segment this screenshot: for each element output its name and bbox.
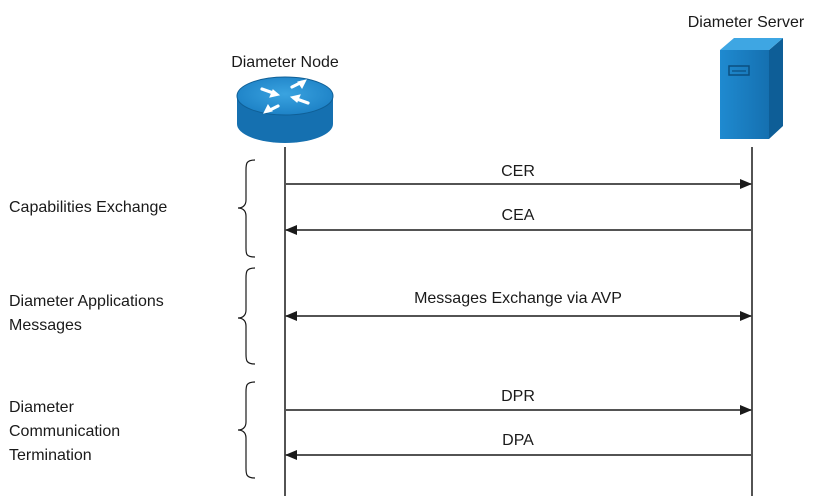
message-dpa-label: DPA <box>502 432 534 449</box>
phase-label-line: Diameter Applications <box>9 293 164 310</box>
phase-label-capabilities: Capabilities Exchange <box>9 196 167 220</box>
message-cea-label: CEA <box>502 207 535 224</box>
message-cer: CER <box>286 163 752 189</box>
phase-label-termination: Diameter Communication Termination <box>9 396 120 468</box>
phase-brace-termination <box>237 381 256 479</box>
phase-label-applications: Diameter Applications Messages <box>9 290 164 338</box>
message-avp-exchange: Messages Exchange via AVP <box>285 290 752 321</box>
phase-brace-applications <box>237 267 256 365</box>
phase-brace-capabilities <box>237 159 256 258</box>
phase-label-line: Messages <box>9 317 82 334</box>
message-cea: CEA <box>285 207 751 235</box>
router-icon <box>236 76 334 143</box>
node-label: Diameter Node <box>231 54 339 71</box>
phase-label-line: Communication <box>9 423 121 440</box>
message-cer-label: CER <box>501 163 535 180</box>
message-dpr: DPR <box>286 388 752 415</box>
server-label: Diameter Server <box>688 14 805 31</box>
message-avp-label: Messages Exchange via AVP <box>414 290 622 307</box>
server-icon <box>720 38 783 139</box>
message-dpr-label: DPR <box>501 388 535 405</box>
message-dpa: DPA <box>285 432 751 460</box>
phase-label-line: Termination <box>9 447 92 464</box>
phase-label-line: Capabilities Exchange <box>9 199 168 216</box>
phase-label-line: Diameter <box>9 399 74 416</box>
